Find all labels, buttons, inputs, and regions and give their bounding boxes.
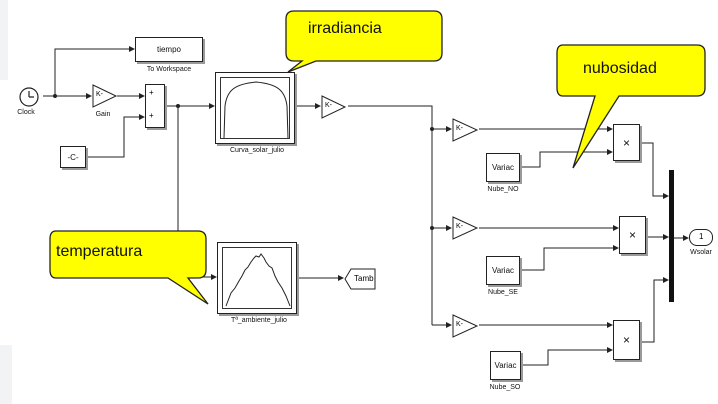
callout-nubosidad-shape (556, 44, 706, 169)
curva-solar-block[interactable] (215, 72, 295, 144)
clock-icon (19, 87, 39, 107)
gain-label: Gain (95, 111, 111, 118)
gain-so-symbol: K- (456, 321, 463, 328)
line-var-so-prod (520, 347, 613, 366)
nube-so-label: Nube_SO (489, 384, 521, 391)
left-margin-shade (0, 0, 8, 80)
gain2-triangle-icon (321, 95, 347, 119)
to-workspace-label: To Workspace (146, 66, 192, 73)
line-gain2-split (348, 105, 433, 325)
tiempo-text: tiempo (156, 45, 181, 54)
variac-no-text: Variac (491, 163, 515, 172)
line-prod-no-mux (640, 142, 669, 199)
callout-irradiancia: irradiancia (272, 8, 452, 78)
tamb-text: Tamb (354, 274, 374, 283)
nube-no-label: Nube_NO (487, 186, 519, 193)
junction-dot (176, 104, 180, 108)
left-margin-shade-bottom (0, 345, 12, 404)
line-var-no-prod (520, 149, 613, 168)
gain-so-block[interactable]: K- (452, 314, 479, 338)
gain-no-symbol: K- (456, 125, 463, 132)
line-var-se-prod (520, 245, 619, 271)
gain-se-block[interactable]: K- (452, 216, 479, 240)
temperatura-ambiente-label: Tª_ambiente_julio (231, 317, 287, 324)
variac-no-block[interactable]: Variac (486, 153, 520, 182)
product-so-symbol: × (622, 333, 630, 347)
callout-irradiancia-text: irradiancia (308, 20, 382, 37)
nube-se-label: Nube_SE (488, 289, 518, 296)
callout-temperatura-shape (49, 230, 209, 305)
tamb-shape-icon (344, 268, 376, 290)
gain-se-triangle-icon (452, 216, 479, 240)
variac-so-block[interactable]: Variac (490, 351, 521, 380)
tamb-block[interactable]: Tamb (344, 268, 376, 290)
to-workspace-block[interactable]: tiempo (135, 37, 203, 62)
junction-dot (430, 226, 434, 230)
product-no-block[interactable]: × (613, 124, 640, 161)
mux-bar[interactable] (669, 170, 674, 302)
gain2-symbol: K- (325, 102, 332, 109)
gain-block[interactable]: K- (92, 84, 118, 108)
gain2-block[interactable]: K- (321, 95, 347, 119)
line-const-sum (86, 114, 145, 158)
callout-nubosidad: nubosidad (555, 42, 713, 174)
clock-label: Clock (17, 109, 35, 116)
line-clock-workspace (54, 46, 135, 96)
callout-temperatura-text: temperatura (56, 243, 143, 260)
product-se-symbol: × (628, 228, 636, 242)
gain-no-block[interactable]: K- (452, 118, 479, 142)
outport-block[interactable]: 1 (689, 229, 713, 246)
junction-dot (430, 127, 434, 131)
sum-plus-top: + (149, 88, 154, 97)
gain-se-symbol: K- (456, 223, 463, 230)
variac-se-block[interactable]: Variac (486, 256, 520, 285)
outport-label: Wsolar (690, 249, 712, 256)
gain-triangle-icon (92, 84, 118, 108)
variac-so-text: Variac (494, 361, 517, 370)
sum-plus-bottom: + (149, 111, 154, 120)
junction-dot (53, 94, 57, 98)
gain-symbol: K- (96, 91, 103, 98)
product-se-block[interactable]: × (619, 216, 646, 254)
constant-text: -C- (67, 152, 79, 162)
line-prod-so-mux (640, 277, 669, 343)
curva-solar-label: Curva_solar_julio (229, 147, 285, 154)
callout-nubosidad-text: nubosidad (583, 60, 657, 77)
gain-so-triangle-icon (452, 314, 479, 338)
clock-block[interactable] (16, 85, 42, 109)
constant-block[interactable]: -C- (60, 146, 86, 168)
gain-no-triangle-icon (452, 118, 479, 142)
curva-solar-plot (223, 81, 289, 139)
sum-block[interactable]: + + (145, 84, 165, 128)
callout-temperatura: temperatura (48, 228, 228, 308)
temperatura-ambiente-block[interactable] (217, 242, 297, 314)
product-no-symbol: × (622, 135, 630, 150)
product-so-block[interactable]: × (613, 320, 640, 360)
variac-se-text: Variac (491, 266, 515, 275)
outport-number: 1 (699, 232, 704, 241)
temperatura-plot (225, 253, 291, 307)
callout-irradiancia-shape (285, 10, 443, 73)
